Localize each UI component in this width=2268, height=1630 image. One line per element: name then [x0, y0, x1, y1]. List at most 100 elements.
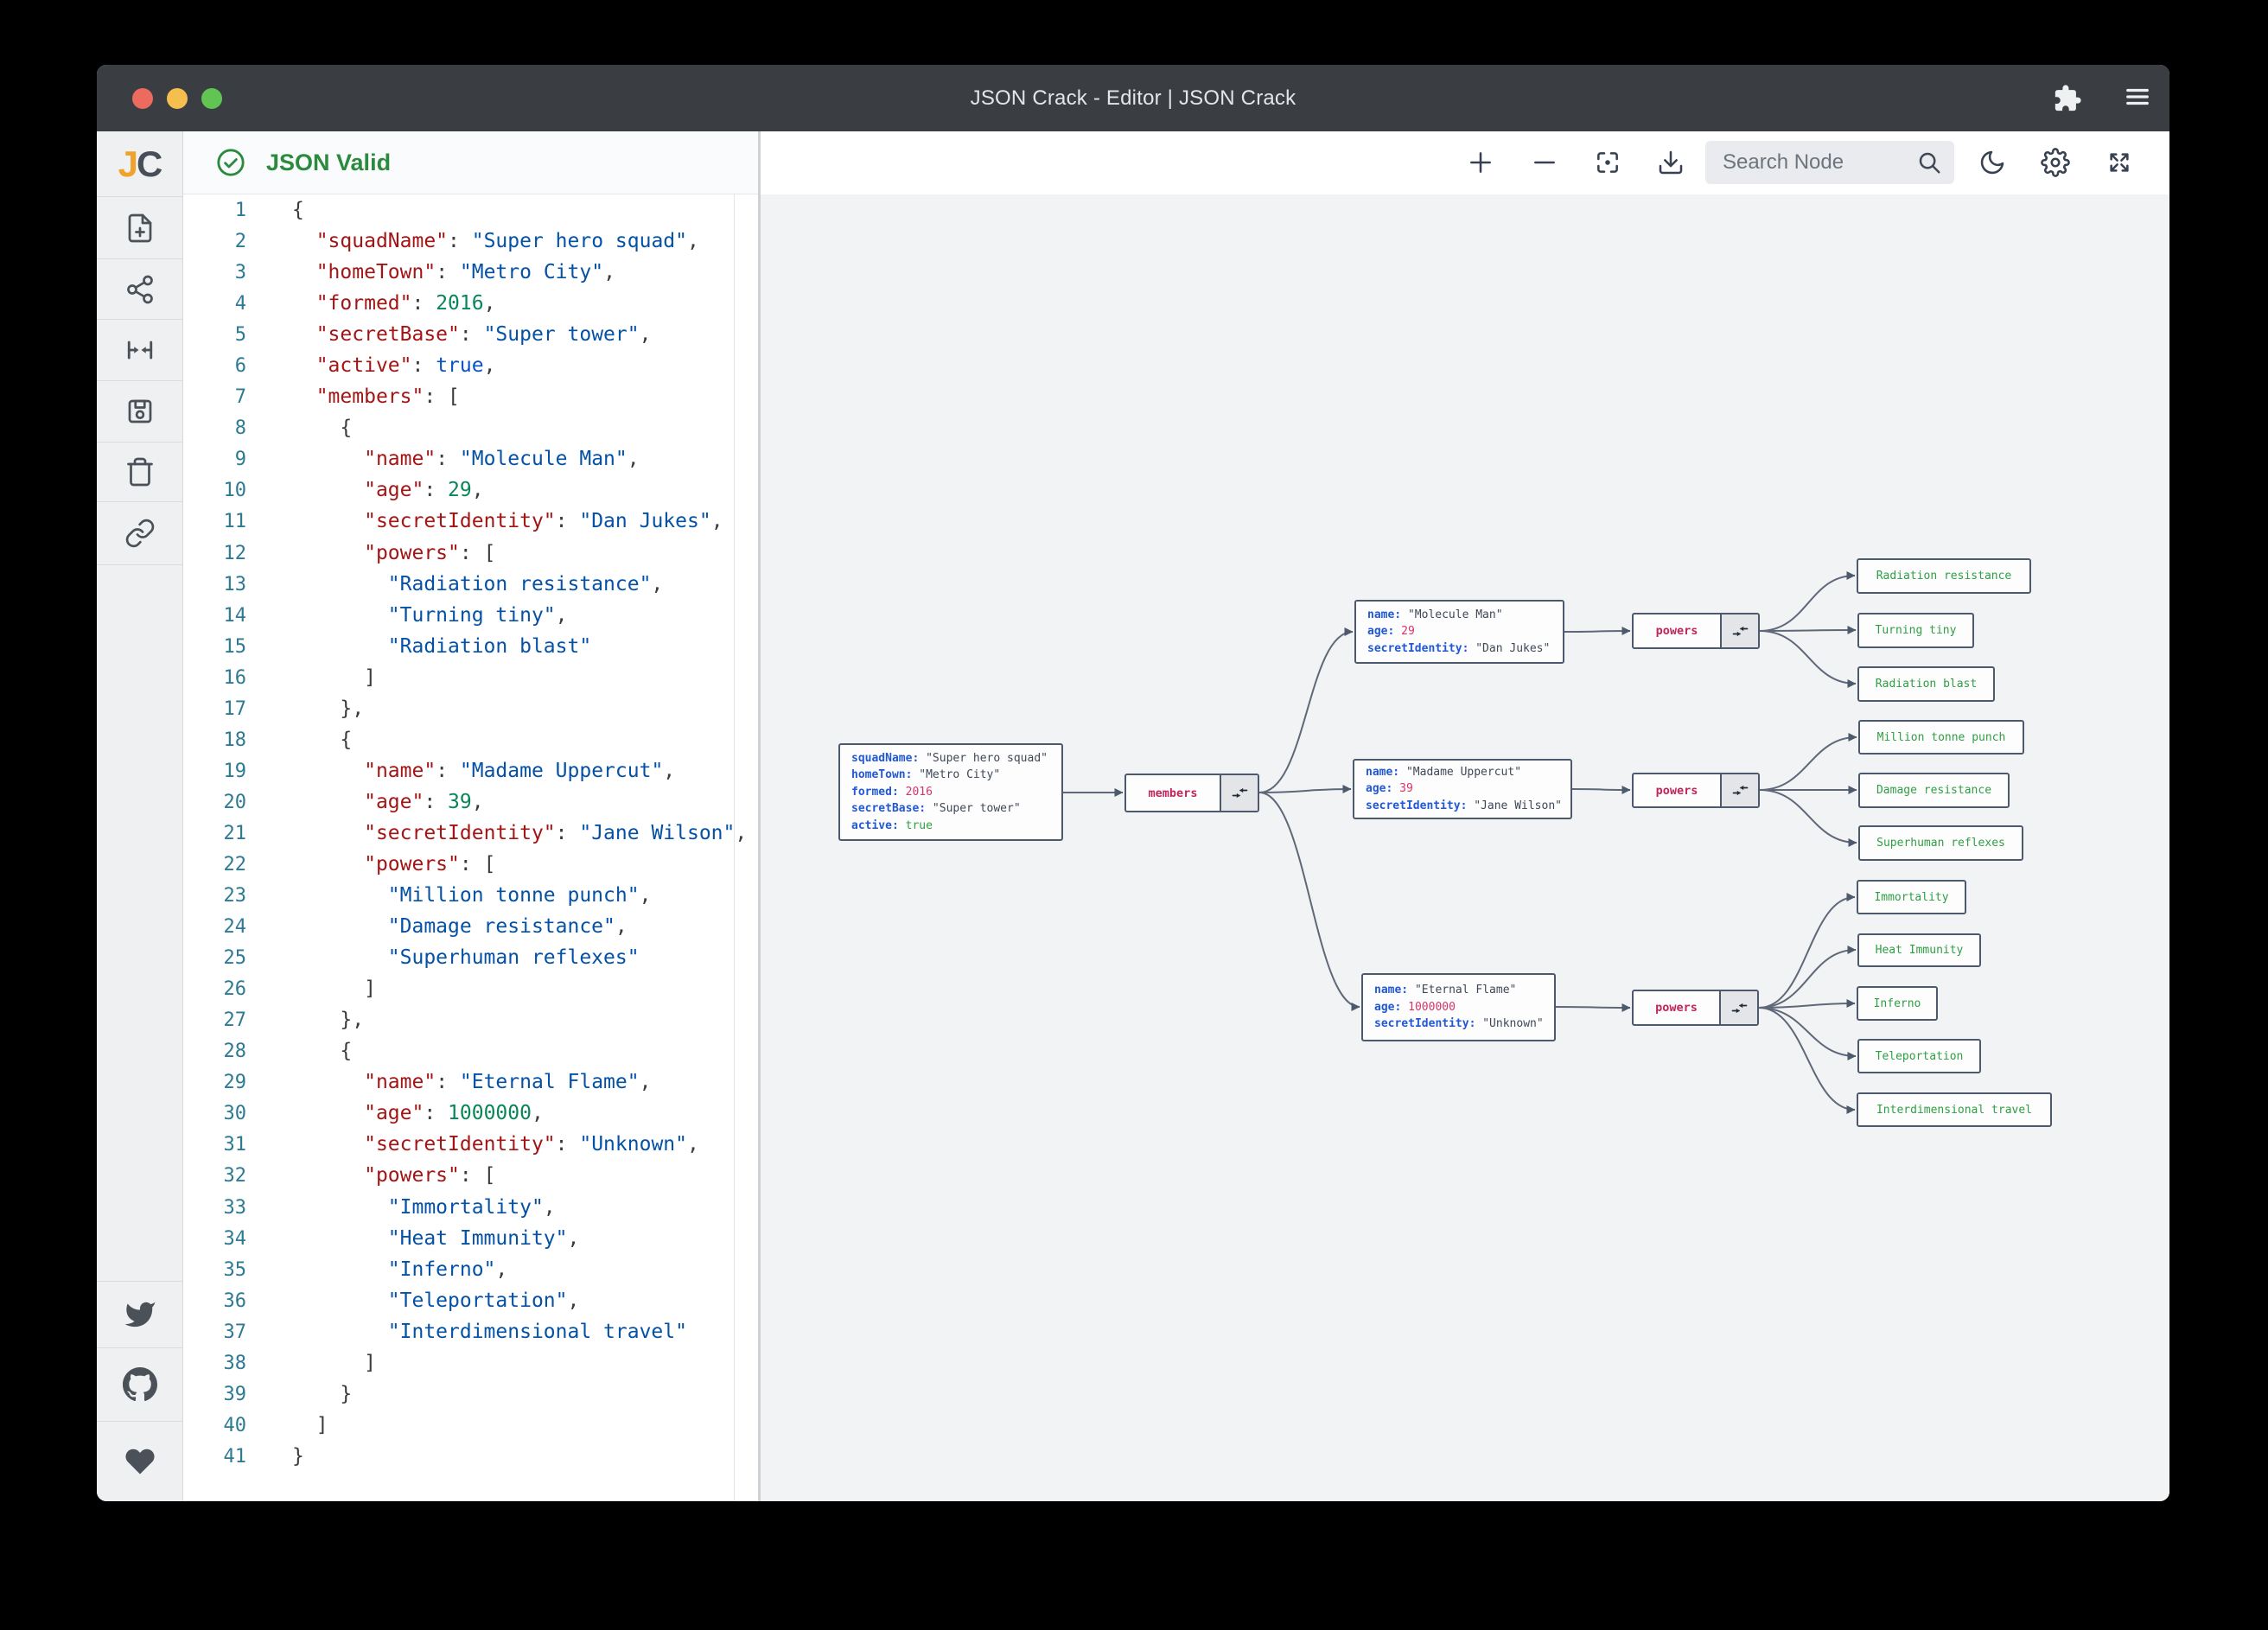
line-number: 32 [223, 1165, 247, 1187]
line-number: 39 [223, 1383, 247, 1405]
line-number: 11 [223, 511, 247, 533]
code-line: 29 "name": "Eternal Flame", [183, 1067, 758, 1098]
collapse-node-button[interactable] [1720, 774, 1758, 806]
line-number: 34 [223, 1227, 247, 1250]
search-icon[interactable] [1916, 150, 1942, 175]
sidebar: JC [97, 131, 183, 1501]
node-property: secretIdentity: "Unknown" [1374, 1017, 1544, 1031]
line-number: 41 [223, 1445, 247, 1468]
link-icon [125, 519, 154, 548]
sidebar-item-center-view[interactable] [97, 320, 182, 381]
graph-node-leaf-2[interactable]: Turning tiny [1857, 613, 1974, 648]
fullscreen-icon [2110, 153, 2129, 172]
node-property: age: 29 [1367, 625, 1415, 639]
code-line: 14 "Turning tiny", [183, 600, 758, 631]
code-line: 30 "age": 1000000, [183, 1098, 758, 1129]
logo-letter-c: C [137, 143, 162, 184]
graph-node-root[interactable]: squadName: "Super hero squad" homeTown: "… [838, 743, 1063, 841]
collapse-node-icon [1732, 626, 1748, 636]
line-number: 37 [223, 1321, 247, 1343]
settings-button[interactable] [2036, 143, 2074, 181]
code-line: 28 { [183, 1035, 758, 1067]
line-number: 5 [234, 324, 246, 347]
center-focus-button[interactable] [1589, 143, 1627, 181]
node-property: secretBase: "Super tower" [851, 802, 1021, 816]
sidebar-item-save[interactable] [97, 381, 182, 443]
graph-node-members[interactable]: members [1124, 774, 1259, 812]
graph-node-leaf-11[interactable]: Interdimensional travel [1857, 1092, 2052, 1127]
graph-node-powers-1[interactable]: powers [1632, 613, 1760, 649]
close-window-button[interactable] [132, 88, 153, 109]
graph-node-powers-3[interactable]: powers [1632, 990, 1759, 1026]
graph-node-leaf-1[interactable]: Radiation resistance [1857, 558, 2031, 594]
graph-node-leaf-4[interactable]: Million tonne punch [1858, 720, 2024, 755]
graph-node-leaf-7[interactable]: Immortality [1857, 880, 1966, 914]
search-node-input[interactable] [1721, 150, 1916, 175]
code-line: 35 "Inferno", [183, 1254, 758, 1285]
graph-edge [1759, 571, 1856, 632]
code-line: 36 "Teleportation", [183, 1285, 758, 1316]
graph-node-powers-2[interactable]: powers [1632, 773, 1760, 808]
minimize-window-button[interactable] [167, 88, 188, 109]
sidebar-item-github[interactable] [97, 1347, 182, 1421]
download-image-button[interactable] [1652, 143, 1690, 181]
line-number: 28 [223, 1041, 247, 1063]
app-logo[interactable]: JC [97, 131, 182, 197]
node-property: homeTown: "Metro City" [851, 768, 1001, 782]
collapse-node-button[interactable] [1720, 614, 1758, 647]
node-property: squadName: "Super hero squad" [851, 751, 1048, 765]
line-number: 16 [223, 666, 247, 689]
leaf-value: Radiation blast [1875, 678, 1978, 691]
graph-canvas[interactable]: squadName: "Super hero squad" homeTown: "… [761, 194, 2169, 1501]
graph-node-leaf-8[interactable]: Heat Immunity [1857, 933, 1981, 967]
extension-puzzle-icon[interactable] [2053, 84, 2082, 113]
center-view-icon [127, 341, 152, 360]
code-editor[interactable]: 1{2 "squadName": "Super hero squad",3 "h… [183, 194, 758, 1501]
collapse-node-button[interactable] [1719, 991, 1757, 1024]
graph-node-leaf-9[interactable]: Inferno [1857, 986, 1938, 1021]
line-number: 21 [223, 822, 247, 844]
sidebar-item-share-graph[interactable] [97, 259, 182, 320]
line-number: 25 [223, 947, 247, 970]
code-line: 7 "members": [ [183, 381, 758, 412]
github-icon [122, 1367, 157, 1402]
code-line: 27 }, [183, 1004, 758, 1035]
code-line: 12 "powers": [ [183, 538, 758, 569]
editor-scrollbar[interactable] [734, 194, 735, 1501]
code-line: 33 "Immortality", [183, 1192, 758, 1223]
node-property: active: true [851, 818, 933, 832]
node-label: powers [1655, 1001, 1698, 1015]
sidebar-item-share-link[interactable] [97, 502, 182, 565]
graph-edge [1758, 946, 1857, 1009]
graph-node-leaf-6[interactable]: Superhuman reflexes [1858, 825, 2023, 861]
sidebar-item-twitter[interactable] [97, 1281, 182, 1347]
code-line: 25 "Superhuman reflexes" [183, 942, 758, 973]
leaf-value: Turning tiny [1875, 624, 1957, 637]
line-number: 38 [223, 1352, 247, 1374]
fullscreen-button[interactable] [2100, 143, 2138, 181]
node-property: name: "Madame Uppercut" [1366, 765, 1522, 779]
zoom-out-button[interactable] [1526, 143, 1564, 181]
dark-mode-toggle[interactable] [1973, 143, 2011, 181]
code-line: 1{ [183, 194, 758, 226]
code-line: 26 ] [183, 973, 758, 1004]
maximize-window-button[interactable] [201, 88, 222, 109]
line-number: 4 [234, 293, 246, 315]
collapse-node-button[interactable] [1220, 775, 1258, 811]
focus-icon [1597, 152, 1618, 173]
sidebar-item-new-document[interactable] [97, 197, 182, 259]
graph-node-leaf-5[interactable]: Damage resistance [1858, 773, 2010, 808]
zoom-in-button[interactable] [1462, 143, 1500, 181]
sidebar-item-delete[interactable] [97, 443, 182, 502]
download-icon [1659, 150, 1683, 175]
app-window: JSON Crack - Editor | JSON Crack JC [97, 65, 2169, 1501]
graph-node-leaf-10[interactable]: Teleportation [1857, 1039, 1981, 1073]
node-property: age: 39 [1366, 782, 1413, 796]
graph-node-leaf-3[interactable]: Radiation blast [1857, 666, 1995, 702]
line-number: 35 [223, 1258, 247, 1281]
sidebar-item-sponsor[interactable] [97, 1421, 182, 1501]
menu-icon[interactable] [2125, 84, 2150, 110]
